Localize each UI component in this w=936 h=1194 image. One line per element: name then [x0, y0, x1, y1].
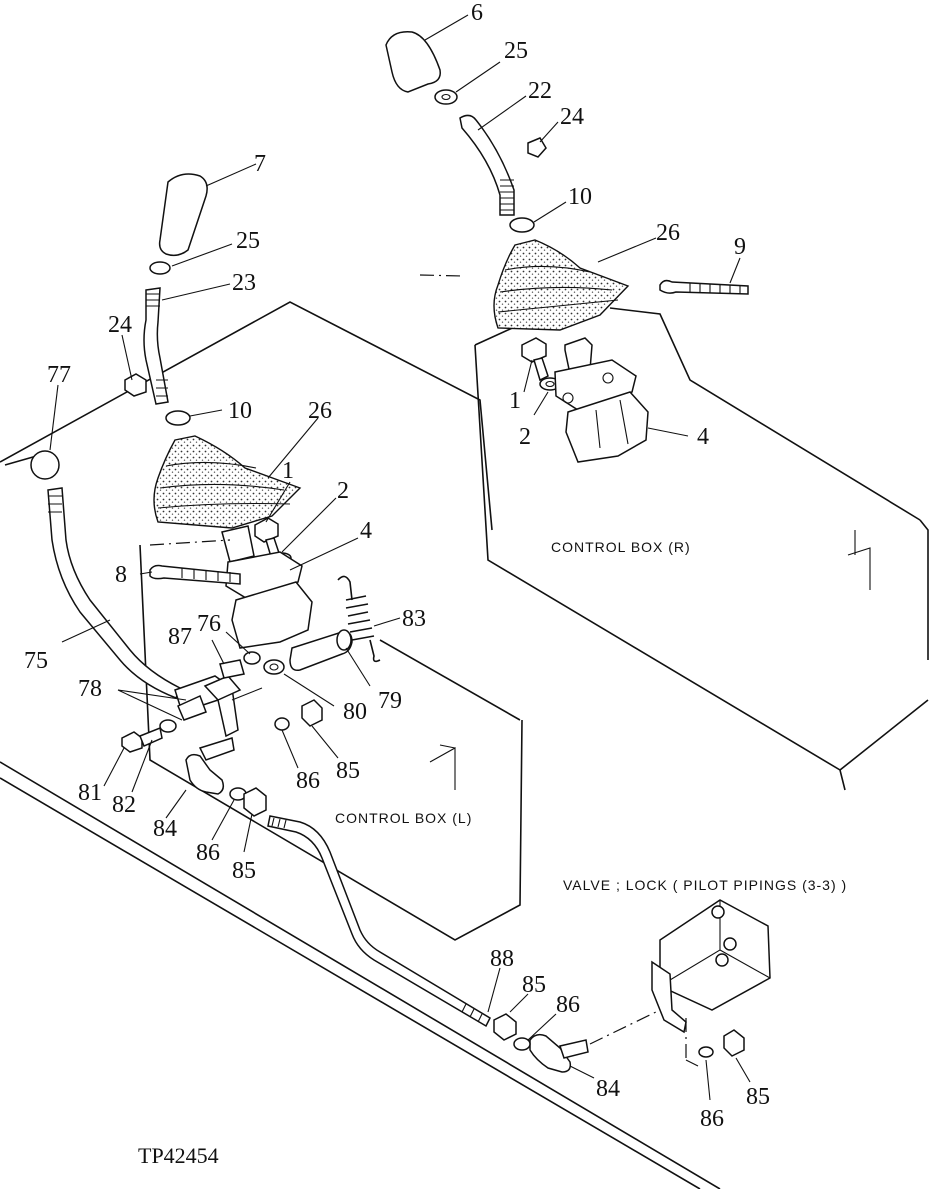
callout-88: 88: [490, 946, 514, 972]
pin-87: [219, 659, 245, 679]
callout-86: 86: [700, 1106, 724, 1132]
callout-9: 9: [734, 234, 746, 260]
lever-23: [143, 287, 169, 405]
pilot-valve-4-right: [554, 337, 649, 463]
bolt-81: [121, 726, 163, 753]
washer-76: [243, 651, 261, 665]
ball-77: [30, 450, 60, 480]
pipe-88: [267, 815, 491, 1028]
lock-valve-bracket: [651, 960, 687, 1034]
callout-82: 82: [112, 792, 136, 818]
callout-25: 25: [236, 228, 260, 254]
callout-77: 77: [47, 362, 71, 388]
label-control-box-r: CONTROL BOX (R): [551, 539, 691, 555]
callout-7: 7: [254, 151, 266, 177]
callout-78: 78: [78, 676, 102, 702]
callout-1: 1: [282, 458, 294, 484]
callout-81: 81: [78, 780, 102, 806]
callout-10: 10: [568, 184, 592, 210]
linkage-78: [174, 675, 263, 738]
nut-85-left-a: [301, 699, 323, 727]
callout-86: 86: [196, 840, 220, 866]
callout-79: 79: [378, 688, 402, 714]
text-labels: CONTROL BOX (R) CONTROL BOX (L) VALVE ; …: [138, 539, 847, 1168]
nut-85-valve: [723, 1029, 745, 1057]
callout-85: 85: [746, 1084, 770, 1110]
callout-4: 4: [697, 424, 709, 450]
callout-4: 4: [360, 518, 372, 544]
callout-2: 2: [337, 478, 349, 504]
boot-26-left: [153, 435, 302, 529]
nut-25-right: [434, 89, 458, 105]
nut-25-left: [149, 261, 171, 275]
callout-26: 26: [656, 220, 680, 246]
callout-2: 2: [519, 424, 531, 450]
lock-valve-assembly: [493, 899, 771, 1101]
label-valve-lock: VALVE ; LOCK ( PILOT PIPINGS (3-3) ): [563, 877, 847, 893]
callout-26: 26: [308, 398, 332, 424]
callouts: 6 25 22 24 10 26 9 1 2 4 7 25 23 24 77 1…: [24, 0, 770, 1132]
knob-6: [385, 31, 441, 93]
nut-10-right: [509, 217, 535, 233]
boot-26-right: [493, 239, 630, 331]
callout-80: 80: [343, 699, 367, 725]
pilot-valve-4-left: [221, 525, 313, 649]
nut-10-left: [165, 410, 191, 426]
frame-rails: [0, 761, 721, 1190]
washer-86-left-a: [274, 717, 290, 731]
elbow-84-left: [185, 737, 235, 795]
right-lever-assembly: [385, 14, 749, 463]
bolt-1-right: [521, 337, 549, 382]
rod-9: [659, 279, 749, 295]
callout-1: 1: [509, 388, 521, 414]
callout-24: 24: [560, 104, 584, 130]
callout-86: 86: [296, 768, 320, 794]
pin-79: [289, 629, 353, 672]
callout-10: 10: [228, 398, 252, 424]
callout-83: 83: [402, 606, 426, 632]
callout-85: 85: [522, 972, 546, 998]
knob-7: [158, 173, 208, 257]
nut-85-pipe: [493, 1013, 517, 1041]
callout-23: 23: [232, 270, 256, 296]
callout-76: 76: [197, 611, 221, 637]
rod-8: [149, 564, 241, 585]
nut-24-left: [124, 373, 147, 397]
callout-86: 86: [556, 992, 580, 1018]
washer-86-valve: [698, 1046, 714, 1058]
washer-80: [263, 659, 285, 675]
lever-22: [459, 114, 515, 216]
left-lever-assembly: [30, 163, 501, 1028]
callout-75: 75: [24, 648, 48, 674]
callout-85: 85: [336, 758, 360, 784]
nut-24-right: [527, 137, 547, 158]
elbow-84-right: [529, 1033, 589, 1073]
callout-87: 87: [168, 624, 192, 650]
callout-25: 25: [504, 38, 528, 64]
callout-84: 84: [153, 816, 177, 842]
callout-8: 8: [115, 562, 127, 588]
figure-id: TP42454: [138, 1143, 219, 1168]
label-control-box-l: CONTROL BOX (L): [335, 810, 472, 826]
washer-82: [159, 719, 177, 733]
nut-85-left-b: [243, 787, 267, 817]
washer-86-pipe: [513, 1037, 531, 1051]
callout-6: 6: [471, 0, 483, 26]
callout-22: 22: [528, 78, 552, 104]
callout-84: 84: [596, 1076, 620, 1102]
callout-85: 85: [232, 858, 256, 884]
control-box-right: [474, 307, 929, 791]
spring-83: [337, 575, 381, 663]
callout-24: 24: [108, 312, 132, 338]
